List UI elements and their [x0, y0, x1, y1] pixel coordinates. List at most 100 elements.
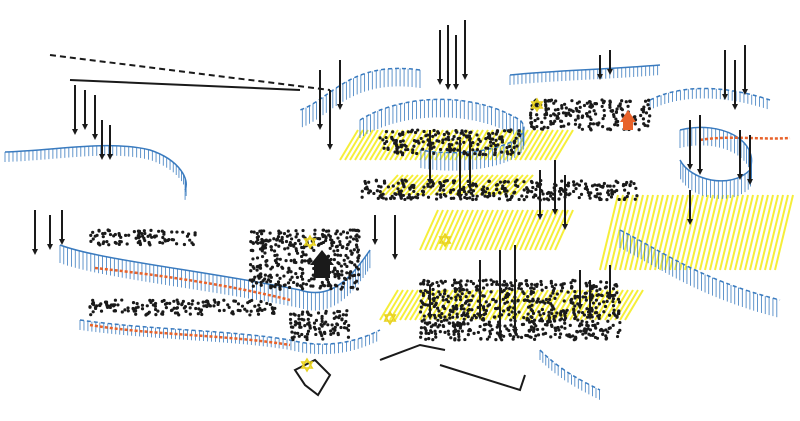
dot [257, 303, 261, 307]
dot [443, 315, 447, 319]
dot [319, 332, 323, 336]
dot [580, 127, 585, 131]
dot [212, 304, 216, 308]
dot [288, 233, 292, 237]
dot [519, 287, 523, 291]
dot [441, 141, 445, 145]
hatch-line [519, 129, 539, 161]
dot [146, 234, 150, 238]
star-of-david-icon [438, 232, 452, 248]
dot [594, 101, 598, 106]
dot [191, 299, 195, 303]
dot [608, 103, 612, 107]
hatch-line [424, 129, 444, 161]
dot [534, 334, 538, 338]
dot [300, 312, 304, 316]
dot [584, 336, 588, 340]
dot [435, 192, 439, 196]
dot [557, 189, 562, 193]
dot [136, 305, 140, 309]
hatch-line [554, 129, 574, 161]
dot [253, 275, 257, 279]
hatch-line [724, 194, 744, 271]
dot [351, 237, 356, 241]
dot [283, 247, 287, 251]
dot [345, 236, 349, 240]
dot [226, 303, 230, 307]
dot [294, 229, 298, 233]
dot [437, 309, 441, 313]
dot [105, 305, 110, 310]
dot [628, 99, 632, 104]
dot [560, 104, 564, 108]
dot [582, 103, 587, 108]
dot [140, 231, 144, 236]
dot [487, 335, 491, 339]
dot [602, 114, 607, 118]
dot [294, 272, 298, 276]
dot [459, 307, 463, 311]
dot [580, 310, 585, 315]
dot [444, 137, 448, 141]
dot [611, 287, 616, 291]
dot [618, 328, 622, 332]
dot [539, 319, 544, 323]
dot [494, 299, 498, 303]
dot [448, 313, 452, 317]
dot [548, 319, 552, 324]
dot [440, 312, 444, 316]
dot [471, 148, 475, 152]
dot [271, 307, 275, 311]
dot [546, 126, 550, 130]
dot [442, 192, 446, 197]
dot [520, 322, 525, 327]
dot [522, 180, 526, 184]
dot [489, 278, 493, 282]
hatch-line [669, 194, 689, 271]
dot [295, 283, 299, 287]
dot [419, 136, 423, 141]
dot [590, 184, 595, 188]
dot [260, 246, 264, 250]
dot [175, 242, 179, 246]
hatch-line [409, 289, 429, 321]
dot [462, 317, 466, 321]
dot [641, 110, 645, 114]
dot [131, 301, 136, 305]
dot [265, 264, 269, 268]
dot [488, 329, 492, 333]
dot [306, 322, 310, 326]
dot [162, 232, 166, 236]
dot [594, 298, 598, 302]
dot [480, 188, 484, 192]
dot [553, 319, 557, 323]
dot [287, 285, 292, 290]
dot [273, 258, 278, 263]
dot [333, 325, 337, 329]
dot [475, 133, 479, 137]
dot [117, 242, 121, 246]
dot [484, 146, 488, 150]
dot [518, 133, 522, 138]
dot [248, 278, 252, 282]
dot [507, 287, 512, 291]
dot [403, 178, 407, 182]
dot [494, 143, 498, 148]
dot [355, 279, 359, 283]
dot [532, 326, 536, 330]
dot [101, 241, 105, 246]
dot [598, 197, 602, 202]
dot [291, 325, 295, 329]
dot [340, 273, 344, 277]
dot [544, 112, 549, 117]
dot [617, 104, 621, 108]
dot [587, 124, 591, 129]
dot [589, 105, 593, 109]
dot [602, 99, 606, 103]
dot [255, 268, 259, 272]
dot [555, 292, 559, 296]
hatch-line [759, 194, 779, 271]
dot [475, 147, 480, 152]
dot [501, 309, 506, 313]
dot [422, 185, 426, 189]
